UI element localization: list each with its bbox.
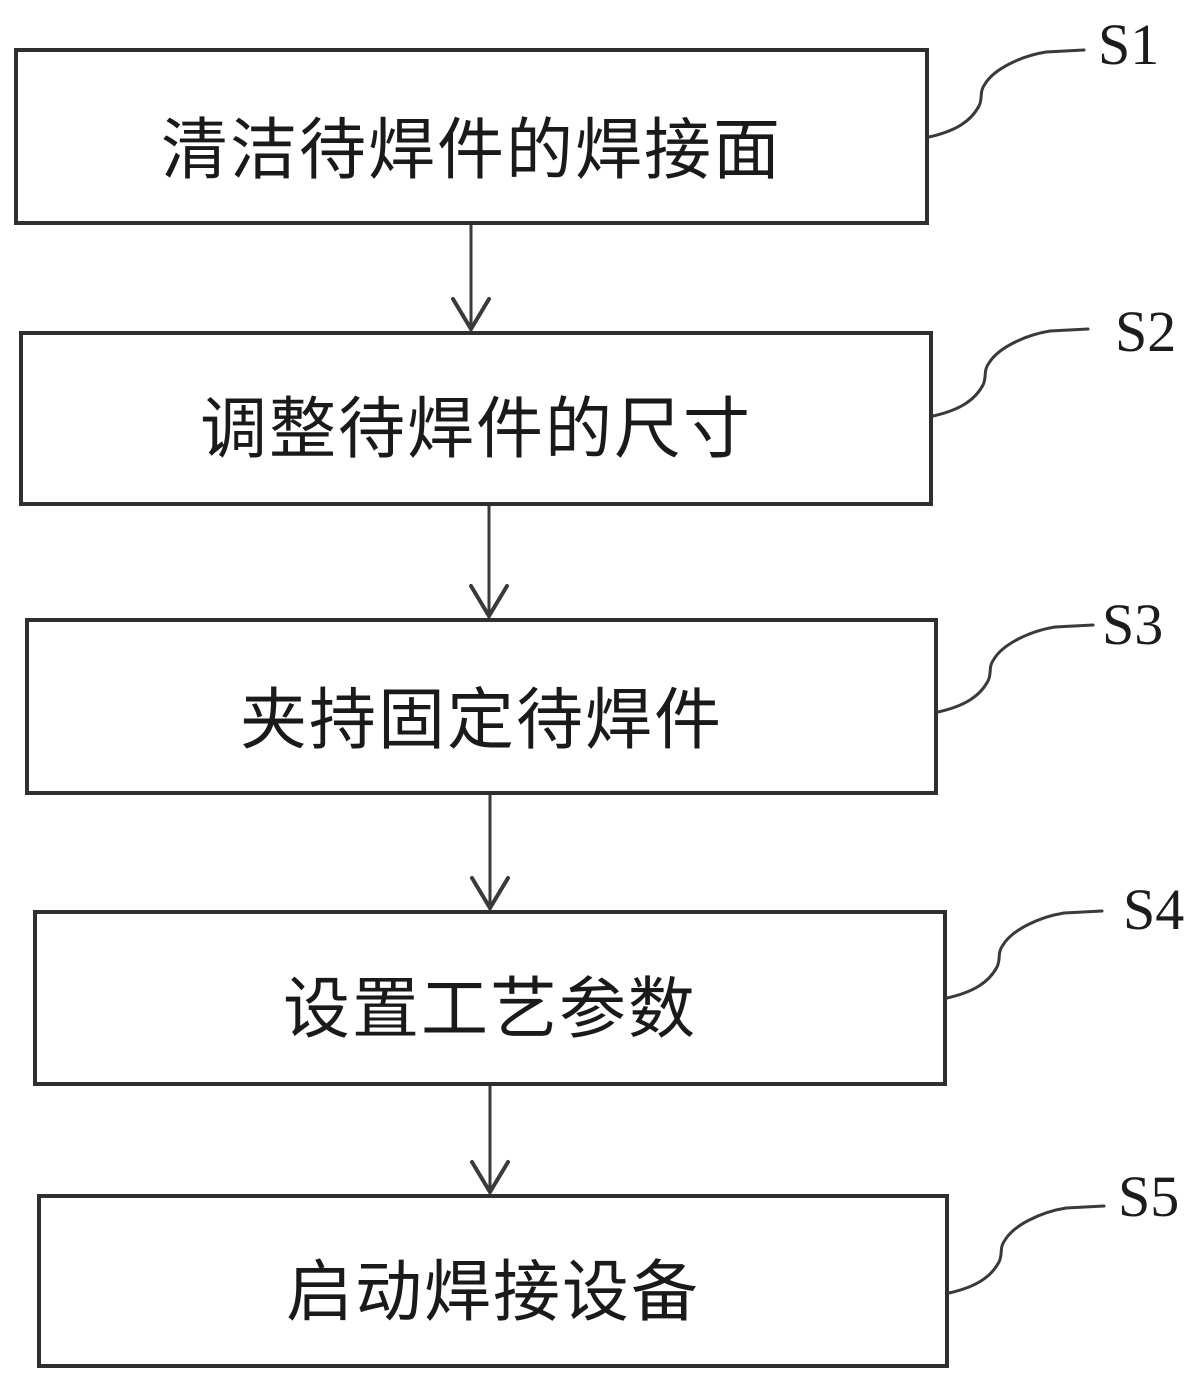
flow-arrow-4-icon <box>470 1086 510 1194</box>
step-label-s5: 启动焊接设备 <box>286 1255 700 1330</box>
flow-arrow-1-icon <box>451 225 491 331</box>
step-box-s2: 调整待焊件的尺寸 <box>19 331 933 506</box>
step-box-s3: 夹持固定待焊件 <box>25 618 938 795</box>
step-label-s3: 夹持固定待焊件 <box>240 684 723 758</box>
step-id-s3: S3 <box>1102 592 1164 657</box>
leader-line-s3 <box>936 623 1095 714</box>
step-box-s5: 启动焊接设备 <box>37 1194 949 1368</box>
step-id-s5: S5 <box>1118 1164 1180 1229</box>
flow-arrow-3-icon <box>470 795 510 910</box>
leader-line-s1 <box>927 48 1086 139</box>
step-label-s1: 清洁待焊件的焊接面 <box>161 114 782 188</box>
leader-line-s5 <box>947 1204 1106 1295</box>
step-id-s1: S1 <box>1098 12 1160 77</box>
flow-arrow-2-icon <box>469 506 509 618</box>
step-id-s4: S4 <box>1123 877 1185 942</box>
leader-line-s2 <box>931 327 1090 418</box>
step-box-s1: 清洁待焊件的焊接面 <box>14 48 929 225</box>
step-box-s4: 设置工艺参数 <box>33 910 947 1086</box>
step-id-s2: S2 <box>1115 299 1177 364</box>
step-label-s2: 调整待焊件的尺寸 <box>200 393 752 467</box>
leader-line-s4 <box>945 909 1104 1000</box>
step-label-s4: 设置工艺参数 <box>283 972 697 1047</box>
